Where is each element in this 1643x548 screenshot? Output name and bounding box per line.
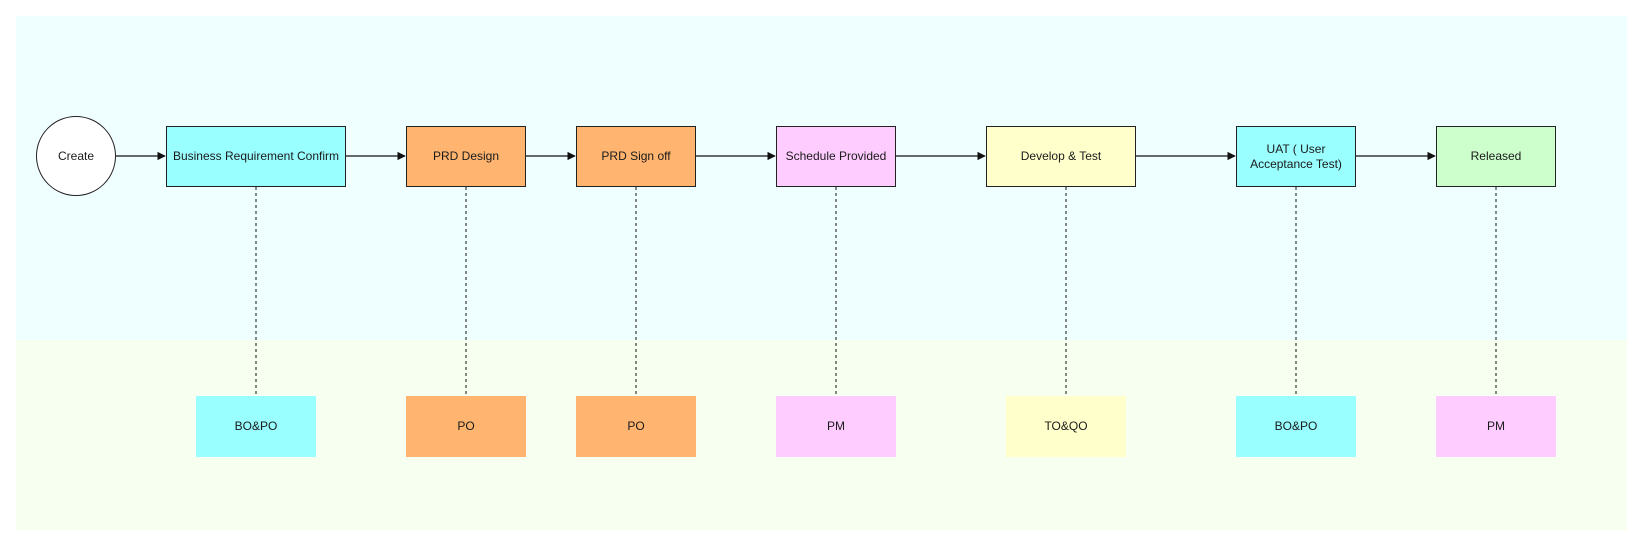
role-box-5: TO&QO xyxy=(1006,396,1126,457)
step-released: Released xyxy=(1436,126,1556,187)
step-prd-sign-off: PRD Sign off xyxy=(576,126,696,187)
role-box-4: PM xyxy=(776,396,896,457)
step-business-requirement-confirm: Business Requirement Confirm xyxy=(166,126,346,187)
role-box-1: BO&PO xyxy=(196,396,316,457)
start-node: Create xyxy=(36,116,116,196)
step-develop-and-test: Develop & Test xyxy=(986,126,1136,187)
role-box-3: PO xyxy=(576,396,696,457)
step-prd-design: PRD Design xyxy=(406,126,526,187)
step-uat: UAT ( User Acceptance Test) xyxy=(1236,126,1356,187)
role-box-2: PO xyxy=(406,396,526,457)
step-schedule-provided: Schedule Provided xyxy=(776,126,896,187)
role-box-7: PM xyxy=(1436,396,1556,457)
role-box-6: BO&PO xyxy=(1236,396,1356,457)
